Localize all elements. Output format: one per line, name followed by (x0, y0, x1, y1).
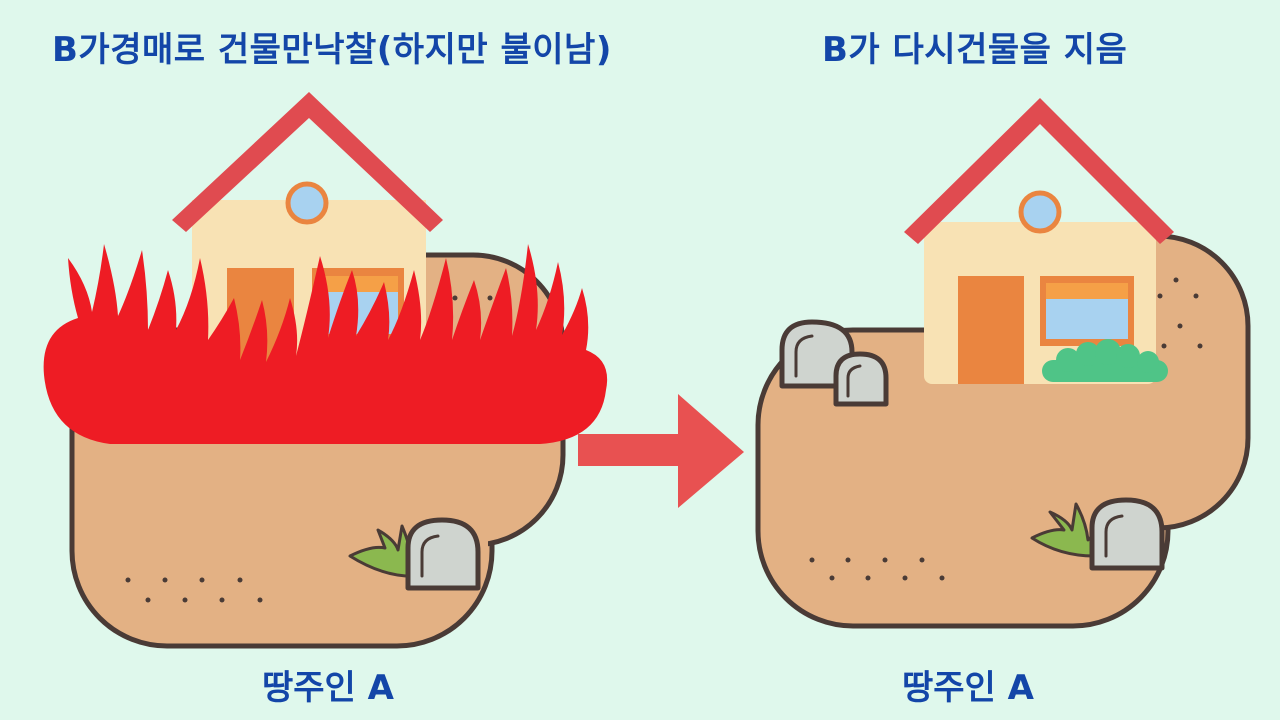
left-scene (43, 92, 608, 649)
arrow-right-icon (578, 394, 744, 508)
house-icon (904, 98, 1174, 384)
right-scene (755, 98, 1251, 629)
right-landowner-label: 땅주인 A (902, 668, 1034, 708)
soil-dots-right (809, 277, 1203, 581)
rock-icon (405, 517, 481, 591)
fire-icon (43, 244, 608, 444)
rock-icon (779, 319, 889, 407)
rock-icon (1089, 497, 1165, 571)
left-scene-title: B가경매로 건물만낙찰(하지만 불이남) (52, 30, 612, 70)
left-landowner-label: 땅주인 A (262, 668, 394, 708)
bush-icon (1042, 339, 1168, 382)
grass-icon (1030, 502, 1098, 558)
grass-icon (348, 524, 422, 578)
right-scene-title: B가 다시건물을 지음 (822, 30, 1128, 70)
